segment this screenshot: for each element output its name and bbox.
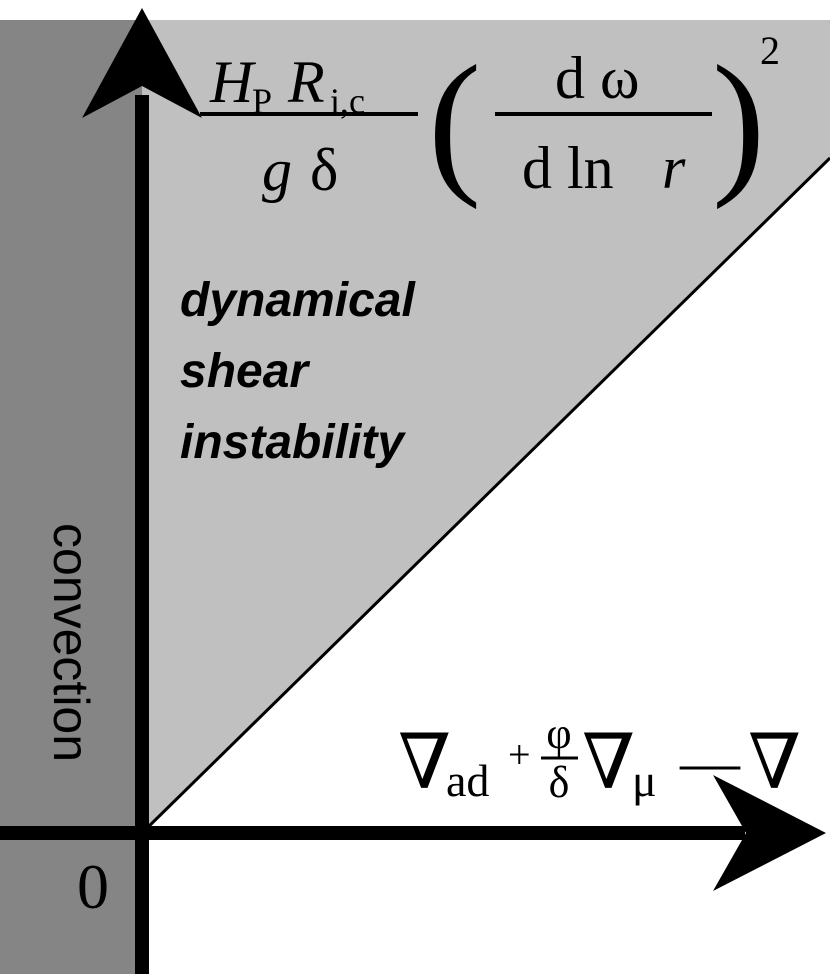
y-label-delta: δ	[310, 137, 338, 203]
x-axis-arrowhead	[713, 775, 826, 891]
x-label-plus: +	[508, 732, 531, 777]
x-axis-label: ∇ ad + φ δ ∇ μ — ∇	[398, 709, 801, 807]
y-label-R: R	[287, 49, 325, 115]
x-label-nabla-2: ∇	[582, 721, 635, 805]
y-label-H: H	[209, 49, 257, 115]
x-label-frac-den: δ	[549, 758, 570, 807]
y-label-inner-den-d: d ln	[522, 135, 629, 201]
shear-label-line1: dynamical	[180, 274, 416, 327]
y-label-exponent: 2	[760, 28, 780, 73]
y-axis-label: H P R i,c g δ ( d ω d ln r ) 2	[200, 28, 780, 210]
y-label-g: g	[262, 137, 292, 203]
convection-region	[0, 20, 142, 974]
x-label-sub-mu: μ	[632, 755, 657, 806]
x-label-nabla-1: ∇	[398, 721, 451, 805]
shear-instability-region	[142, 20, 830, 833]
y-label-inner-num: d ω	[555, 45, 640, 111]
origin-label: 0	[77, 851, 109, 922]
y-label-inner-den-r: r	[662, 135, 686, 201]
convection-label: convection	[43, 523, 99, 762]
shear-label-line3: instability	[180, 416, 406, 469]
x-label-nabla-3: ∇	[748, 721, 801, 805]
y-label-H-sub: P	[252, 81, 272, 121]
y-axis-arrowhead	[82, 8, 202, 118]
y-label-paren-close: )	[712, 32, 765, 210]
y-label-paren-open: (	[428, 32, 481, 210]
x-label-minus: —	[679, 729, 741, 795]
x-label-frac-num: φ	[546, 709, 571, 758]
shear-label-line2: shear	[180, 345, 310, 398]
x-label-sub-ad: ad	[446, 755, 489, 806]
boundary-line	[140, 156, 830, 835]
